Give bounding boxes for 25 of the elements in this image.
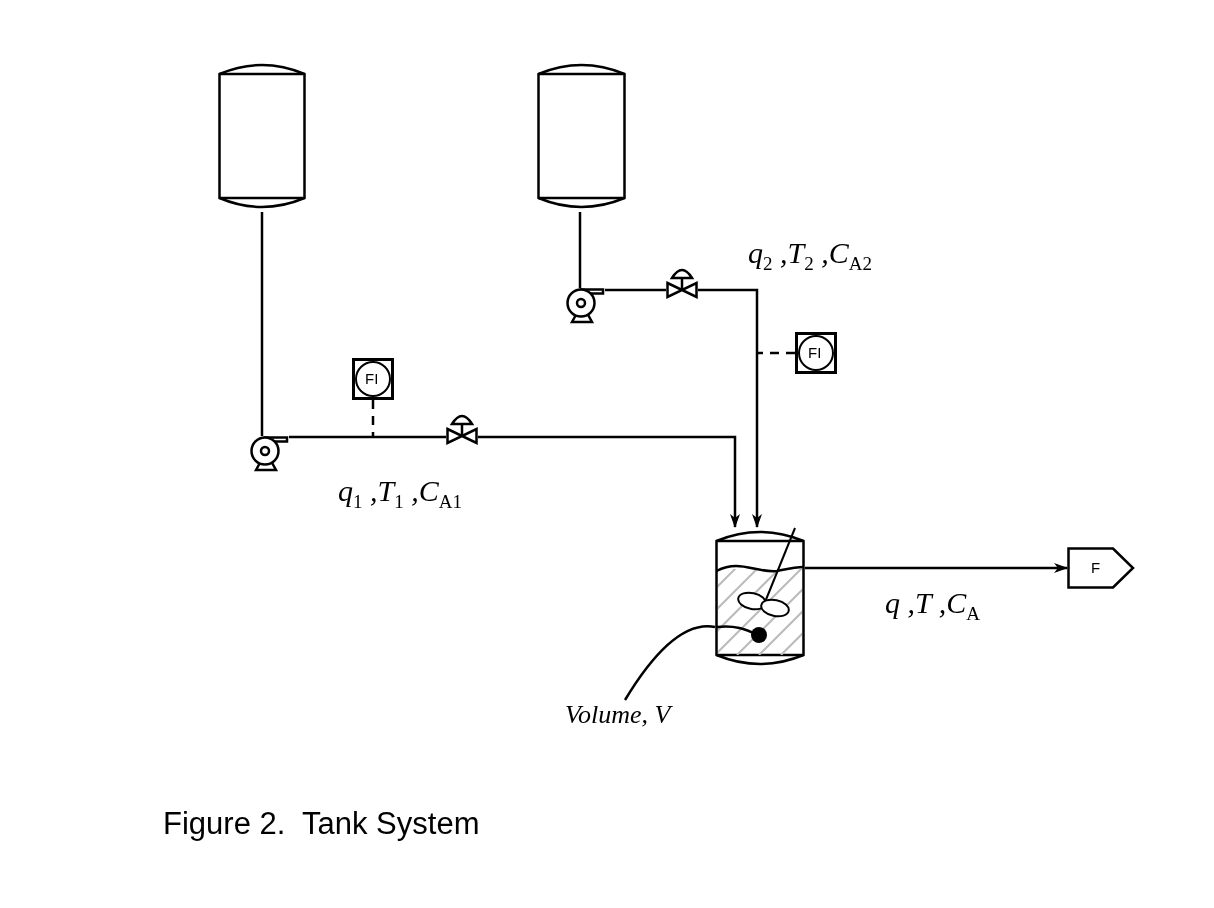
flow-arrow [805, 563, 1068, 573]
pipe-line [260, 212, 264, 436]
leader-line [623, 625, 716, 701]
connector-tag: F [1091, 560, 1101, 575]
stream-label: q$_{1}$ ,T$_{1}$ ,C$_{A1}$ [338, 476, 462, 511]
pipe-line [578, 212, 582, 288]
flow-indicator-symbol [352, 358, 394, 400]
flow-arrow [698, 288, 762, 528]
stream-label: q ,T ,C$_{A}$ [885, 588, 980, 623]
signal-line [371, 400, 375, 436]
flow-indicator-symbol [795, 332, 837, 374]
instrument-tag: FI [365, 371, 379, 386]
control-valve-symbol [666, 268, 698, 298]
pump-symbol [249, 436, 289, 471]
figure-caption: Figure 2. Tank System [163, 806, 480, 842]
pipe-line [605, 288, 666, 292]
flow-arrow [478, 435, 740, 528]
signal-line [758, 351, 795, 355]
volume-label: Volume, V [565, 700, 695, 732]
pipe-line [289, 435, 446, 439]
control-valve-symbol [446, 414, 478, 444]
instrument-tag: FI [808, 345, 822, 360]
off-page-connector [1067, 547, 1135, 589]
stream-label: q$_{2}$ ,T$_{2}$ ,C$_{A2}$ [748, 238, 872, 273]
pump-symbol [565, 288, 605, 323]
